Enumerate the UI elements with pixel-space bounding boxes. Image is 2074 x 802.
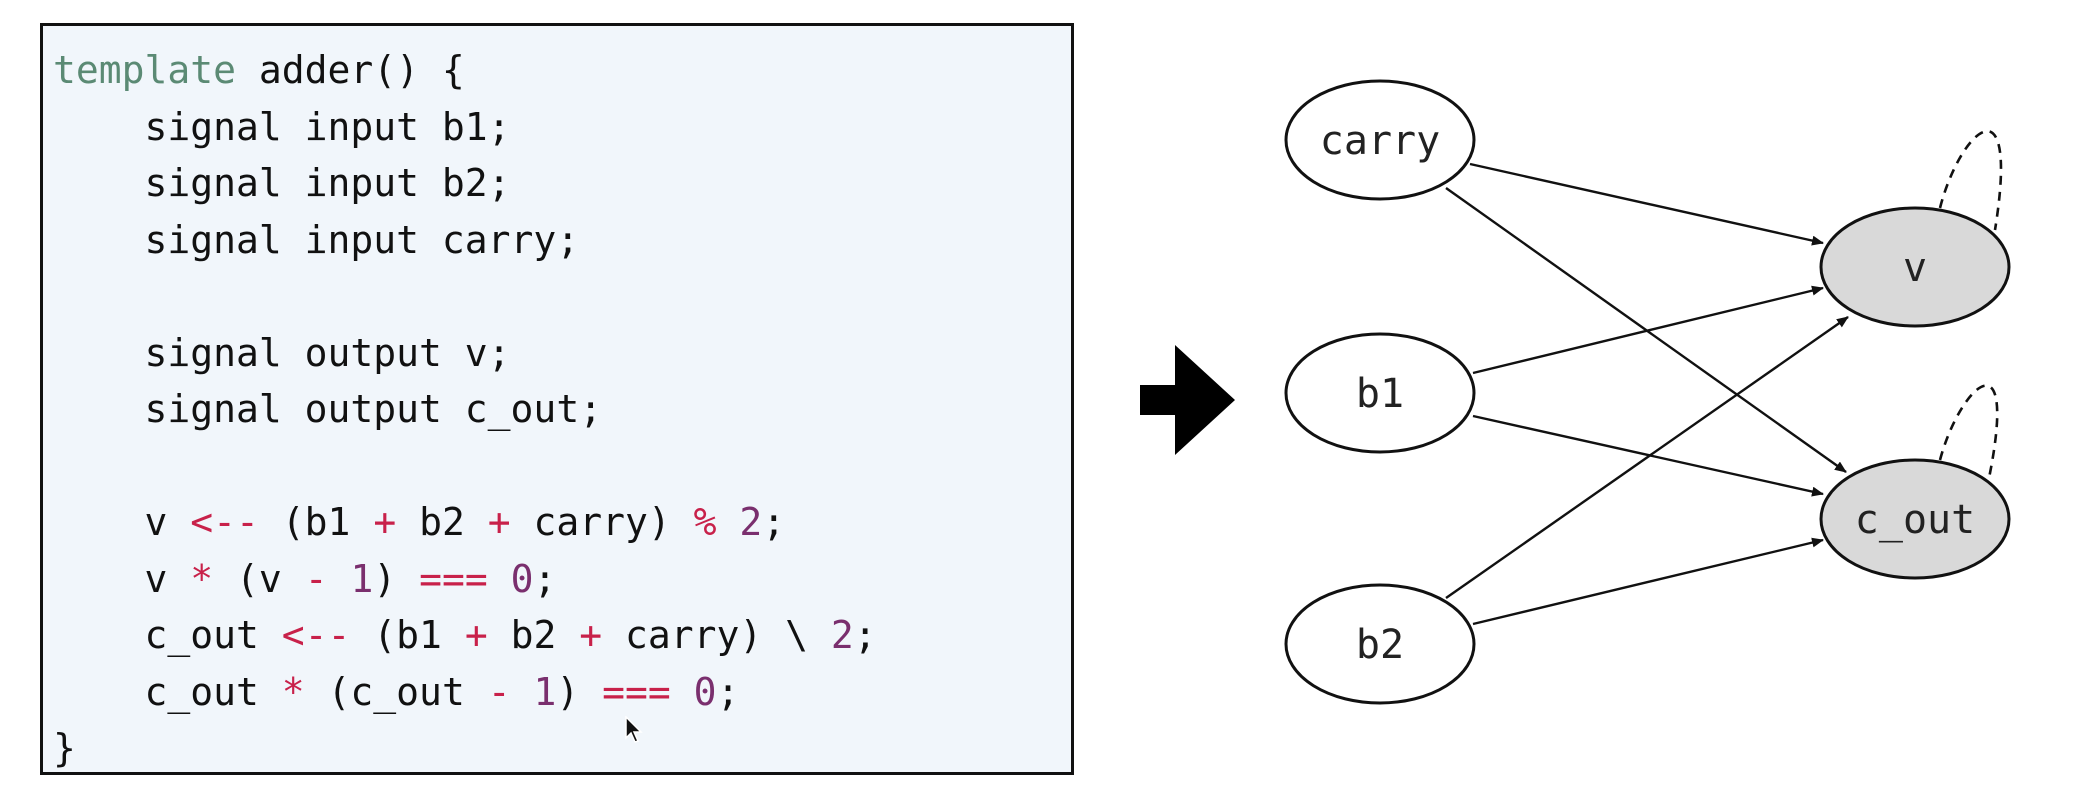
self-loop-v — [1938, 130, 2003, 231]
code-token — [717, 500, 740, 544]
code-token: 2 — [739, 500, 763, 544]
code-token: } — [53, 726, 76, 770]
code-token: ; — [762, 500, 786, 544]
code-token: <-- — [190, 500, 259, 544]
code-token: * — [190, 556, 214, 601]
code-token: + — [464, 613, 488, 657]
code-token: template — [53, 48, 237, 92]
code-line: v <-- (b1 + b2 + carry) % 2; — [53, 494, 877, 551]
self-loop-c_out — [1938, 384, 1999, 484]
code-line: c_out * (c_out - 1) === 0; — [53, 664, 877, 721]
code-token: - — [304, 556, 328, 601]
code-token: c_out — [53, 613, 282, 657]
code-token: (b1 — [258, 500, 374, 544]
code-token: === — [419, 556, 488, 601]
code-panel: template adder() { signal input b1; sign… — [40, 23, 1074, 775]
code-token: v — [53, 556, 191, 601]
code-token: 0 — [510, 556, 534, 601]
svg-text:b1: b1 — [1356, 371, 1404, 417]
code-token: (c_out — [304, 669, 488, 714]
dependency-graph: carry b1 b2 v c_out — [1284, 79, 2011, 705]
code-token: signal output v; — [53, 330, 511, 375]
code-token: + — [487, 500, 511, 544]
node-c_out: c_out — [1819, 458, 2011, 580]
code-token: === — [602, 669, 671, 714]
code-token — [328, 557, 351, 601]
code-token: signal input carry; — [53, 217, 580, 262]
code-token: % — [693, 500, 717, 544]
code-token: ; — [533, 556, 557, 601]
code-token: c_out — [53, 669, 282, 714]
code-token: adder() { — [236, 48, 465, 92]
node-carry: carry — [1284, 79, 1476, 201]
edge-carry-v — [1469, 162, 1824, 246]
edge-b2-v — [1445, 316, 1849, 599]
svg-text:carry: carry — [1320, 118, 1440, 164]
edge-b1-v — [1472, 285, 1824, 375]
code-token: b2 — [396, 500, 488, 544]
code-token: signal input b1; — [53, 104, 511, 149]
code-block: template adder() { signal input b1; sign… — [53, 42, 877, 777]
svg-text:b2: b2 — [1356, 622, 1404, 668]
code-token: ; — [853, 613, 877, 657]
code-token: ) — [556, 669, 603, 714]
code-token: 1 — [533, 669, 557, 714]
svg-text:c_out: c_out — [1855, 497, 1975, 543]
code-token: ) — [373, 556, 420, 601]
code-line: signal output v; — [53, 325, 877, 382]
edge-b1-c_out — [1472, 414, 1824, 497]
code-line — [53, 268, 877, 325]
code-token: 1 — [350, 556, 374, 601]
code-token: 2 — [830, 613, 854, 657]
code-line: signal output c_out; — [53, 381, 877, 438]
code-line: template adder() { — [53, 42, 877, 99]
code-token: signal output c_out; — [53, 387, 603, 431]
code-token — [671, 670, 694, 714]
code-token: b2 — [487, 613, 580, 657]
node-b1: b1 — [1284, 332, 1476, 454]
transform-arrow-icon — [1130, 340, 1250, 460]
code-token: - — [487, 669, 511, 714]
code-line — [53, 438, 877, 495]
code-line: signal input b2; — [53, 155, 877, 212]
code-token: carry) — [510, 500, 694, 544]
code-token — [511, 670, 534, 714]
code-line: signal input carry; — [53, 212, 877, 269]
code-line: } — [53, 720, 877, 777]
code-token: 0 — [693, 669, 717, 714]
code-token: signal input b2; — [53, 161, 511, 205]
mouse-cursor-icon — [625, 715, 643, 744]
code-token: (b1 — [350, 613, 465, 657]
code-token: ; — [716, 669, 740, 714]
code-token: v — [53, 500, 191, 544]
code-token — [488, 557, 511, 601]
node-v: v — [1819, 206, 2011, 328]
code-token: + — [579, 613, 603, 657]
code-line: signal input b1; — [53, 99, 877, 156]
code-line: v * (v - 1) === 0; — [53, 551, 877, 608]
edge-b2-c_out — [1472, 537, 1824, 626]
node-b2: b2 — [1284, 583, 1476, 705]
code-token: <-- — [281, 613, 351, 657]
code-token: carry) \ — [602, 613, 831, 657]
code-token: (v — [213, 556, 305, 601]
code-token: + — [373, 500, 397, 544]
code-token: * — [281, 669, 305, 714]
code-line: c_out <-- (b1 + b2 + carry) \ 2; — [53, 607, 877, 664]
svg-text:v: v — [1903, 245, 1927, 291]
